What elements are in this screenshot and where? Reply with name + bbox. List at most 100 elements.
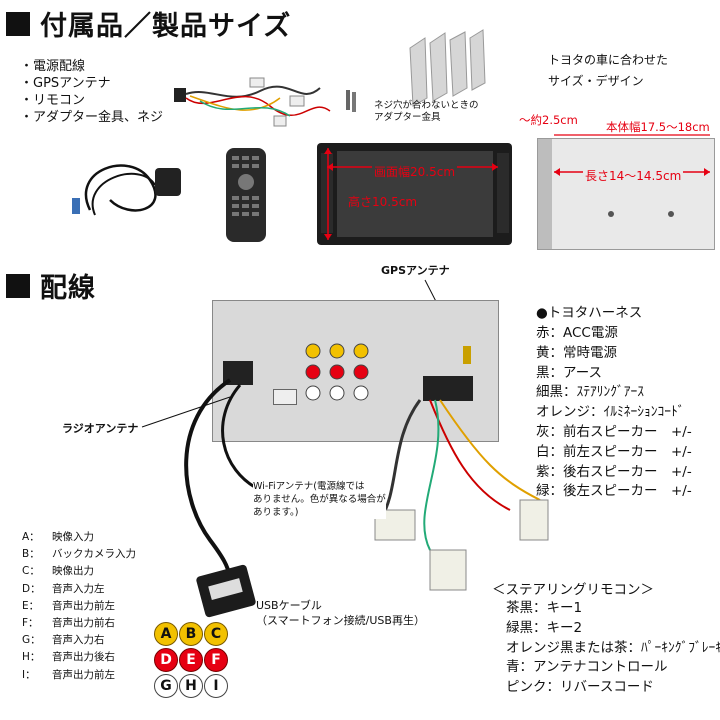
head-unit-back-panel bbox=[212, 300, 499, 442]
toyota-note-line: サイズ・デザイン bbox=[548, 74, 644, 88]
wifi-note-line: あります。) bbox=[253, 507, 299, 518]
list-item: I： 音声出力前左 bbox=[22, 667, 136, 684]
legend-label: バックカメラ入力 bbox=[52, 548, 136, 561]
list-item: 灰：前右スピーカー +/- bbox=[536, 423, 692, 440]
power-harness-image bbox=[174, 77, 331, 127]
usb-cable-label: USBケーブル bbox=[256, 599, 322, 612]
jack-badge-e: E bbox=[179, 648, 203, 672]
usb-cable-sub-label: （スマートフォン接続/USB再生） bbox=[256, 614, 425, 627]
list-item: A： 映像入力 bbox=[22, 529, 136, 546]
legend-label: 音声入力左 bbox=[52, 582, 105, 595]
list-item: オレンジ黒または茶：ﾊﾟｰｷﾝｸﾞﾌﾞﾚｰｷ bbox=[506, 639, 720, 656]
list-item: B： バックカメラ入力 bbox=[22, 546, 136, 563]
list-item: 緑黒：キー2 bbox=[506, 619, 583, 636]
legend-key: C： bbox=[22, 565, 40, 578]
toyota-harness-title: ●トヨタハーネス bbox=[536, 305, 643, 321]
body-width-label: 本体幅17.5～18cm bbox=[606, 120, 710, 134]
jack-badge-d: D bbox=[154, 648, 178, 672]
legend-key: G： bbox=[22, 634, 41, 647]
screws-image bbox=[346, 90, 356, 112]
length-label: 長さ14～14.5cm bbox=[583, 167, 684, 184]
legend-label: 映像入力 bbox=[52, 531, 94, 543]
list-item: F： 音声出力前右 bbox=[22, 615, 136, 632]
wiring-section-title: 配線 bbox=[6, 266, 96, 305]
body-width-arrow bbox=[554, 134, 710, 136]
screw-hole-icon bbox=[608, 211, 614, 217]
list-item: オレンジ：ｲﾙﾐﾈｰｼｮﾝｺｰﾄﾞ bbox=[536, 404, 685, 421]
gps-port bbox=[463, 346, 471, 364]
bracket-note-line: ネジ穴が合わないときの bbox=[374, 100, 479, 111]
height-label: 高さ10.5cm bbox=[346, 193, 420, 210]
legend-label: 音声出力前右 bbox=[52, 617, 115, 630]
list-item: 黄：常時電源 bbox=[536, 344, 617, 361]
list-item: C： 映像出力 bbox=[22, 563, 136, 580]
toyota-harness-list: 赤：ACC電源 黄：常時電源 黒：アース 細黒：ｽﾃｱﾘﾝｸﾞｱｰｽ オレンジ：… bbox=[536, 324, 692, 502]
depth-front-label: ～約2.5cm bbox=[519, 113, 578, 127]
legend-label: 音声出力前左 bbox=[52, 668, 115, 681]
wifi-note-line: Wi-Fiアンテナ(電源線では bbox=[253, 481, 365, 492]
list-item: 黒：アース bbox=[536, 364, 603, 381]
list-item: 赤：ACC電源 bbox=[536, 325, 618, 341]
usb-cable-note: USBケーブル （スマートフォン接続/USB再生） bbox=[256, 598, 425, 628]
legend-label: 音声入力右 bbox=[52, 634, 105, 647]
gps-antenna-label: GPSアンテナ bbox=[381, 264, 450, 277]
toyota-note: トヨタの車に合わせた サイズ・デザイン bbox=[548, 50, 668, 92]
accessories-list: ・電源配線 ・GPSアンテナ ・リモコン ・アダプター金具、ネジ bbox=[20, 58, 163, 126]
legend-key: H： bbox=[22, 651, 41, 664]
steering-remote-title: ＜ステアリングリモコン＞ bbox=[492, 582, 654, 598]
radio-pointer-line bbox=[141, 396, 231, 428]
gps-antenna-image bbox=[72, 164, 181, 216]
legend-label: 音声出力後右 bbox=[52, 651, 115, 664]
jack-badge-g: G bbox=[154, 674, 178, 698]
legend-key: F： bbox=[22, 617, 39, 630]
rca-jacks bbox=[303, 341, 375, 403]
harness-connector bbox=[423, 376, 473, 401]
jack-badge-a: A bbox=[154, 622, 178, 646]
usb-port bbox=[273, 389, 297, 405]
legend-key: I： bbox=[22, 668, 36, 681]
head-unit-buttons bbox=[497, 153, 509, 233]
connector-legend: A： 映像入力 B： バックカメラ入力 C： 映像出力 D：音声入力左 E： 音声出力前… bbox=[22, 529, 136, 684]
accessories-title-text: 付属品／製品サイズ bbox=[40, 11, 292, 42]
square-bullet-icon bbox=[6, 11, 30, 36]
head-unit-side bbox=[537, 138, 715, 250]
legend-key: A： bbox=[22, 531, 40, 543]
legend-label: 音声出力前左 bbox=[52, 599, 115, 612]
list-item: 茶黒：キー1 bbox=[506, 600, 583, 616]
list-item: G： 音声入力右 bbox=[22, 632, 136, 649]
bracket-note: ネジ穴が合わないときの アダプター金具 bbox=[374, 100, 479, 124]
list-item: ・リモコン bbox=[20, 93, 86, 108]
screen-width-label: 画面幅20.5cm bbox=[372, 163, 458, 180]
jack-badge-h: H bbox=[179, 674, 203, 698]
jack-badge-c: C bbox=[204, 622, 228, 646]
side-front-bezel bbox=[538, 139, 552, 249]
legend-key: E： bbox=[22, 599, 40, 612]
square-bullet-icon bbox=[6, 273, 30, 298]
height-arrow bbox=[324, 148, 332, 240]
list-item: ・GPSアンテナ bbox=[20, 76, 111, 91]
list-item: ・アダプター金具、ネジ bbox=[20, 110, 164, 125]
steering-remote-list: 茶黒：キー1 緑黒：キー2 オレンジ黒または茶：ﾊﾟｰｷﾝｸﾞﾌﾞﾚｰｷ 青：ア… bbox=[506, 599, 720, 698]
wifi-note: Wi-Fiアンテナ(電源線では ありません。色が異なる場合が あります。) bbox=[253, 480, 386, 519]
accessories-section-title: 付属品／製品サイズ bbox=[6, 4, 291, 43]
jack-badge-f: F bbox=[204, 648, 228, 672]
list-item: 緑：後左スピーカー +/- bbox=[536, 483, 692, 500]
list-item: D：音声入力左 bbox=[22, 581, 136, 598]
list-item: H： 音声出力後右 bbox=[22, 649, 136, 666]
jack-badge-b: B bbox=[179, 622, 203, 646]
toyota-note-line: トヨタの車に合わせた bbox=[548, 53, 669, 67]
list-item: 紫：後右スピーカー +/- bbox=[536, 463, 692, 480]
usb-socket bbox=[208, 578, 243, 600]
list-item: ピンク：リバースコード bbox=[506, 679, 654, 696]
radio-antenna-label: ラジオアンテナ bbox=[62, 422, 139, 435]
list-item: E： 音声出力前左 bbox=[22, 598, 136, 615]
wiring-title-text: 配線 bbox=[40, 273, 96, 304]
bracket-note-line: アダプター金具 bbox=[374, 112, 441, 123]
remote-image bbox=[226, 148, 266, 242]
list-item: ・電源配線 bbox=[20, 59, 86, 74]
screw-hole-icon bbox=[668, 211, 674, 217]
head-unit-buttons bbox=[321, 153, 333, 233]
legend-key: B： bbox=[22, 548, 40, 561]
legend-label: 映像出力 bbox=[52, 565, 94, 578]
list-item: 青：アンテナコントロール bbox=[506, 659, 668, 676]
